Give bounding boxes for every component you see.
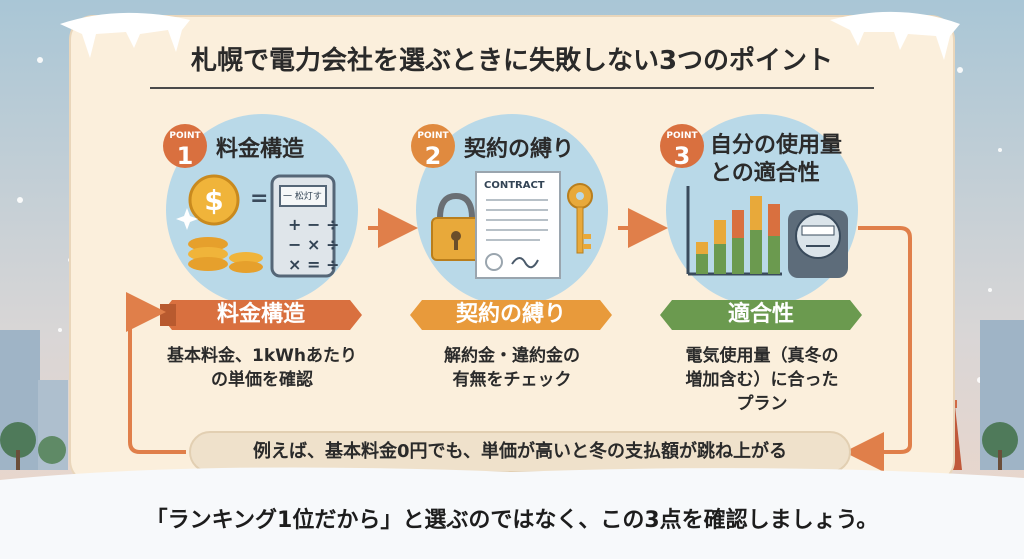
point2-badge bbox=[411, 124, 455, 168]
snow-ground bbox=[0, 467, 1024, 559]
loop-arrow-left bbox=[126, 292, 186, 454]
point3-badge bbox=[660, 124, 704, 168]
point1-ribbon-label: 料金構造 bbox=[216, 302, 305, 327]
svg-text:$: $ bbox=[204, 184, 223, 217]
svg-text:=: = bbox=[250, 186, 268, 211]
point2-tag: POINT bbox=[417, 131, 449, 141]
svg-text:+ − ÷: + − ÷ bbox=[288, 215, 339, 234]
lock-contract-key-icon bbox=[431, 171, 593, 279]
point3-tag: POINT bbox=[666, 131, 698, 141]
svg-text:− × ÷: − × ÷ bbox=[288, 235, 339, 254]
example-text: 例えば、基本料金0円でも、単価が高いと冬の支払額が跳ね上がる bbox=[253, 441, 787, 462]
point2-number: 2 bbox=[424, 142, 442, 170]
point1-heading: 料金構造 bbox=[216, 137, 305, 162]
snow-top-left bbox=[60, 12, 190, 58]
point3-ribbon-label: 適合性 bbox=[727, 302, 794, 327]
usage-chart-meter-icon bbox=[686, 186, 848, 278]
point2-heading: 契約の縛り bbox=[464, 137, 575, 162]
point1-badge bbox=[163, 124, 207, 168]
page-title: 札幌で電力会社を選ぶときに失敗しない3つのポイント bbox=[190, 46, 834, 76]
snow-top-right bbox=[830, 11, 960, 60]
point2-desc: 解約金・違約金の有無をチェック bbox=[444, 346, 580, 390]
footer-text: 「ランキング1位だから」と選ぶのではなく、この3点を確認しましょう。 bbox=[145, 508, 879, 533]
point3-desc: 電気使用量（真冬の増加含む）に合ったプラン bbox=[685, 346, 839, 414]
loop-arrow-right bbox=[844, 226, 912, 472]
point3-number: 3 bbox=[673, 142, 691, 170]
calculator-display: 一 松灯す bbox=[283, 192, 322, 202]
coins-calculator-icon: $ = + − ÷ − × ÷ × = ÷ bbox=[176, 174, 339, 278]
point2-ribbon-shape bbox=[410, 300, 612, 330]
point1-ribbon-shape bbox=[160, 300, 362, 330]
point3-heading: 自分の使用量との適合性 bbox=[710, 133, 843, 186]
point1-desc: 基本料金、1kWhあたりの単価を確認 bbox=[167, 346, 357, 390]
point1-tag: POINT bbox=[169, 131, 201, 141]
point1-number: 1 bbox=[176, 142, 194, 170]
svg-text:× = ÷: × = ÷ bbox=[288, 255, 339, 274]
contract-label: CONTRACT bbox=[484, 180, 545, 191]
point3-ribbon-shape bbox=[660, 300, 862, 330]
point2-ribbon-label: 契約の縛り bbox=[455, 302, 566, 327]
